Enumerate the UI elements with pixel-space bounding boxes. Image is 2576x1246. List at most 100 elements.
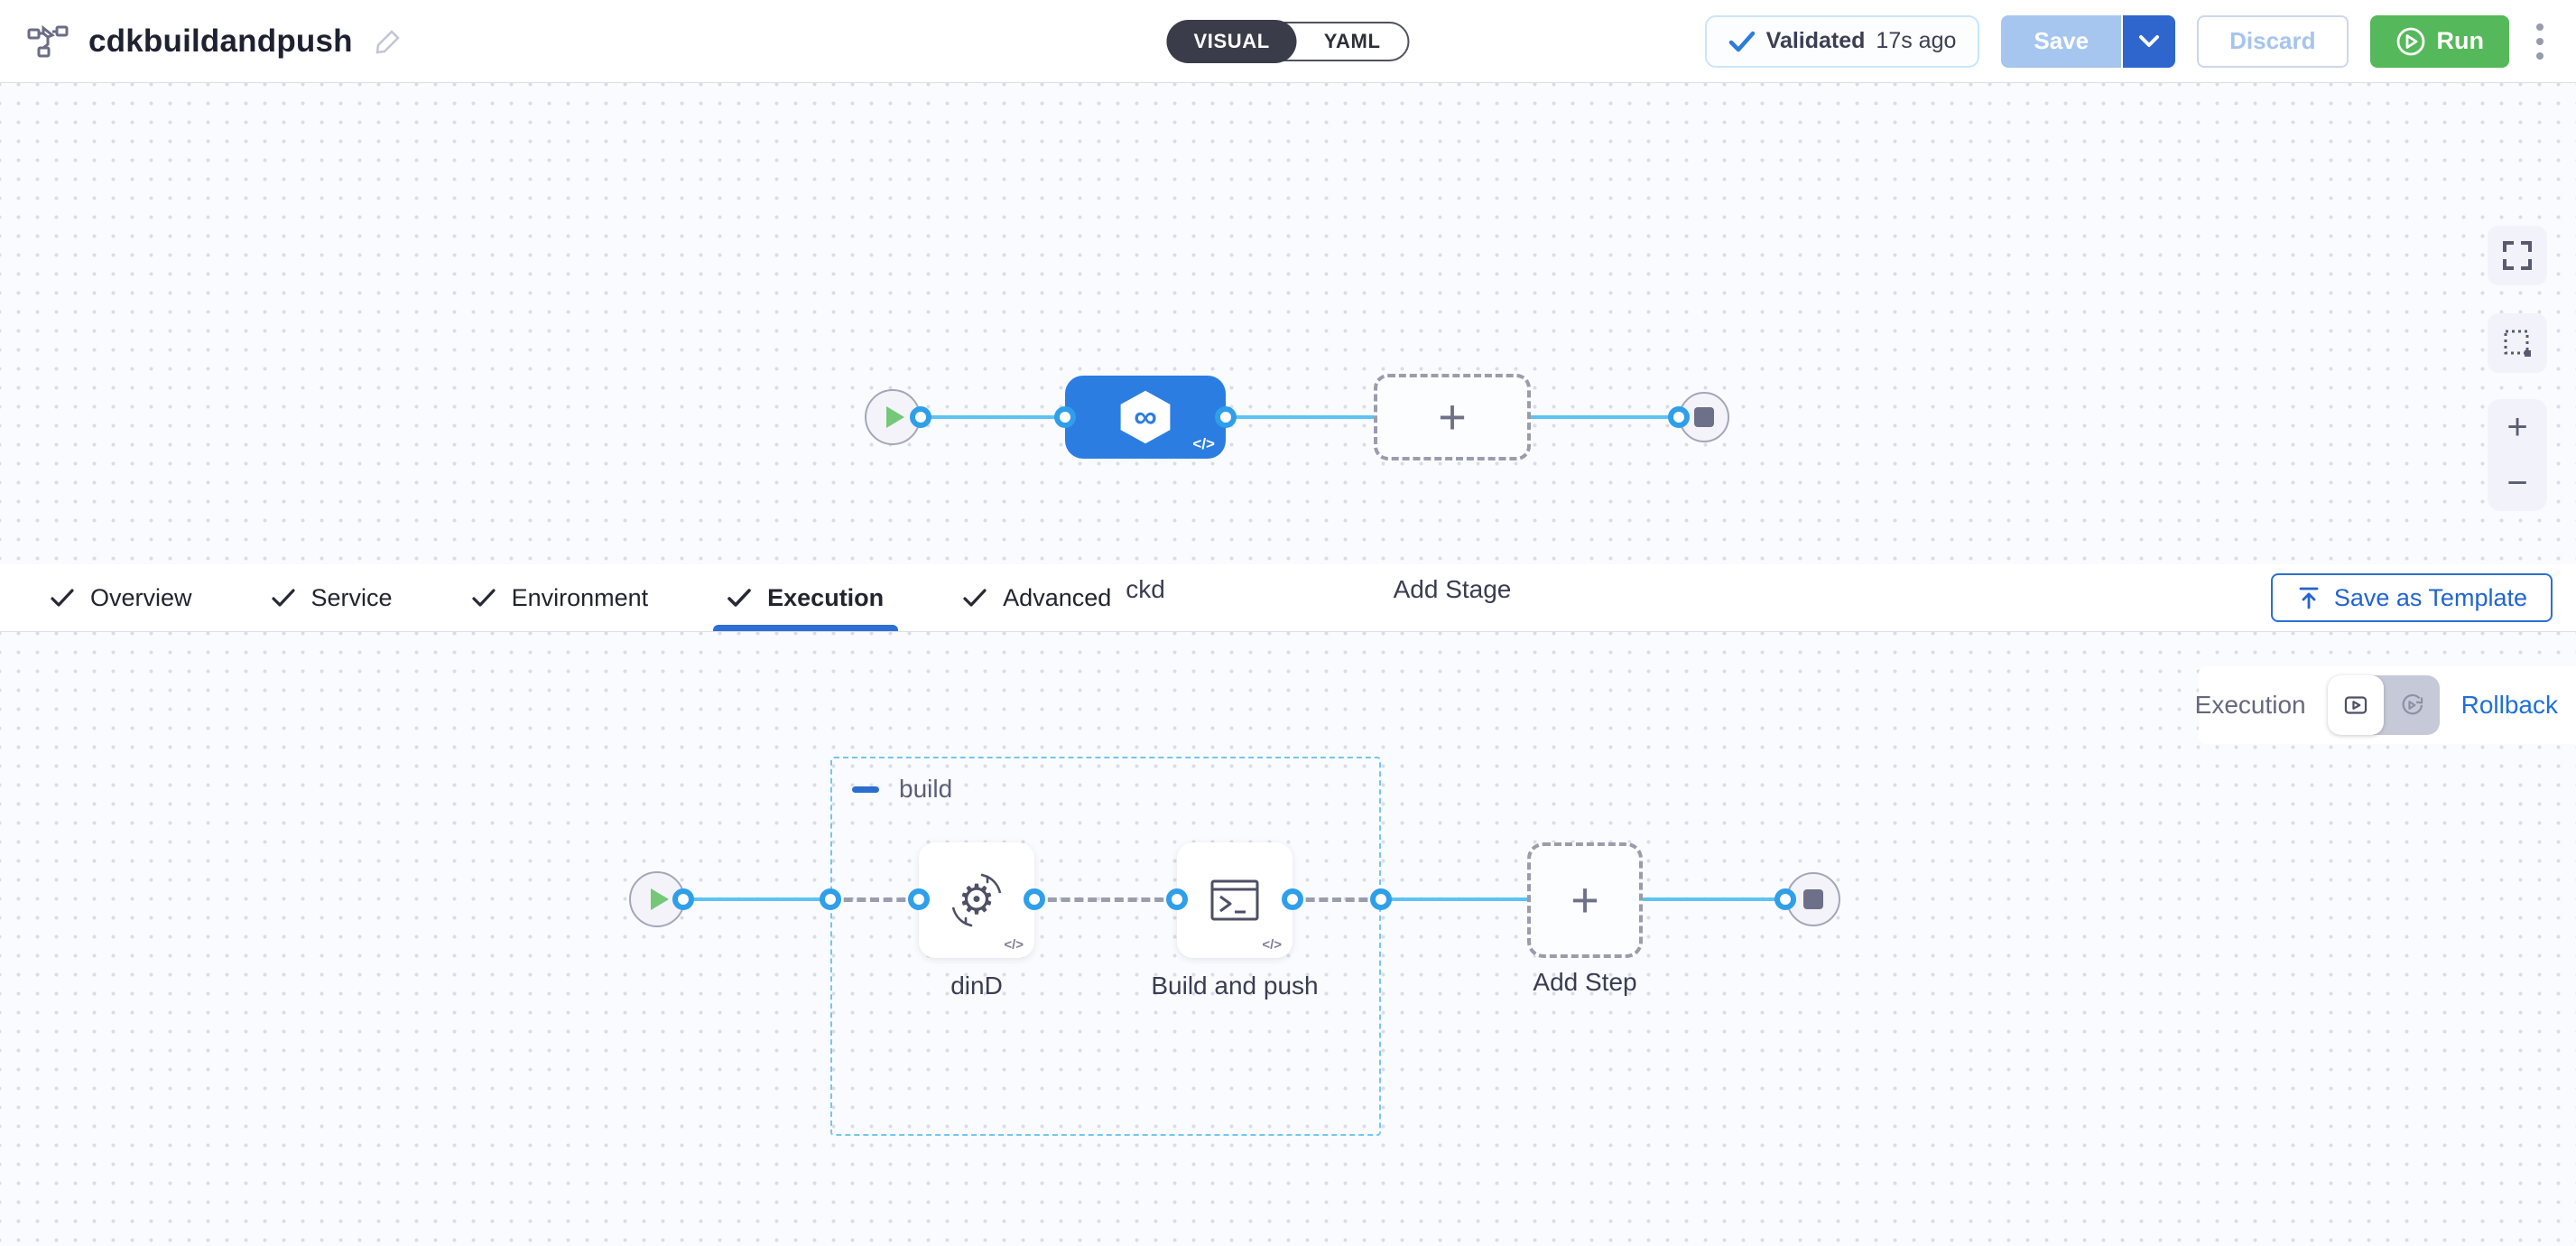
collapse-minus-icon[interactable] <box>852 786 879 793</box>
step-edge-dashed <box>1034 897 1177 902</box>
connector-dot[interactable] <box>820 888 841 910</box>
tab-label: Overview <box>90 583 192 611</box>
connector-dot[interactable] <box>672 888 694 910</box>
step-label: dinD <box>950 972 1003 1000</box>
validated-badge[interactable]: Validated 17s ago <box>1704 14 1980 68</box>
tab-overview[interactable]: Overview <box>51 564 192 631</box>
plus-icon: + <box>1438 390 1467 444</box>
connector-dot[interactable] <box>1166 888 1188 910</box>
plus-icon: + <box>1571 873 1599 927</box>
save-options-button[interactable] <box>2121 14 2176 68</box>
zoom-in-button[interactable]: + <box>2507 407 2528 447</box>
tab-check-icon <box>471 589 496 607</box>
ci-stage-icon: ∞ <box>1115 386 1176 448</box>
marquee-select-button[interactable] <box>2488 313 2547 373</box>
tab-label: Execution <box>767 583 885 611</box>
tab-label: Environment <box>511 583 649 611</box>
edit-pencil-icon[interactable] <box>373 26 403 57</box>
step-group-header: build <box>852 775 952 804</box>
tab-check-icon <box>963 589 987 607</box>
svg-text:⚙: ⚙ <box>958 875 995 924</box>
add-step-label: Add Step <box>1533 968 1637 996</box>
code-icon: </> <box>1004 937 1024 953</box>
rollback-view-button[interactable] <box>2384 675 2440 735</box>
yaml-mode-button[interactable]: YAML <box>1297 22 1408 61</box>
tab-environment[interactable]: Environment <box>471 564 649 631</box>
step-edge <box>1643 897 1785 901</box>
validated-check-icon <box>1728 30 1756 53</box>
svg-text:∞: ∞ <box>1134 398 1157 434</box>
connector-dot[interactable] <box>1370 888 1392 910</box>
tab-label: Service <box>310 583 393 611</box>
upload-icon <box>2296 585 2321 610</box>
tab-check-icon <box>51 589 74 607</box>
connector-dot[interactable] <box>908 888 930 910</box>
tab-check-icon <box>727 589 751 607</box>
step-dind[interactable]: ⚙ </> <box>919 842 1034 958</box>
step-group-build <box>830 757 1381 1136</box>
stop-icon <box>1694 407 1714 427</box>
save-button[interactable]: Save <box>2001 14 2122 68</box>
save-split-button: Save <box>2001 14 2176 68</box>
step-edge <box>1381 897 1527 901</box>
discard-button[interactable]: Discard <box>2197 14 2349 68</box>
terminal-icon <box>1202 868 1267 933</box>
connector-dot[interactable] <box>1215 406 1237 428</box>
header-actions: Validated 17s ago Save Discard Run <box>1704 14 2549 68</box>
step-edge-dashed <box>830 897 919 902</box>
rollback-view-icon <box>2402 693 2423 715</box>
service-dependency-icon: ⚙ <box>942 866 1011 934</box>
pipeline-end-node <box>1679 392 1729 442</box>
add-step-button[interactable]: + <box>1527 842 1643 958</box>
stage-edge <box>919 415 1681 419</box>
stage-label: ckd <box>1126 575 1165 603</box>
execution-canvas[interactable]: Execution Rollback build <box>0 632 2576 1246</box>
rollback-link[interactable]: Rollback <box>2460 691 2558 719</box>
step-label: Build and push <box>1151 972 1319 1000</box>
connector-dot[interactable] <box>1024 888 1045 910</box>
start-play-icon <box>885 406 904 428</box>
tab-advanced[interactable]: Advanced <box>963 564 1111 631</box>
pipeline-title-group: cdkbuildandpush <box>27 23 403 60</box>
execution-rollback-toggle <box>2327 675 2440 735</box>
more-options-button[interactable] <box>2531 18 2549 65</box>
run-button[interactable]: Run <box>2369 14 2509 68</box>
add-stage-label: Add Stage <box>1393 575 1512 603</box>
connector-dot[interactable] <box>1668 406 1690 428</box>
connector-dot[interactable] <box>910 406 931 428</box>
step-group-label: build <box>899 775 953 803</box>
execution-view-switcher: Execution Rollback <box>2195 666 2576 744</box>
visual-mode-button[interactable]: VISUAL <box>1166 19 1297 63</box>
code-icon: </> <box>1192 435 1215 452</box>
page-title: cdkbuildandpush <box>88 23 353 59</box>
connector-dot[interactable] <box>1774 888 1796 910</box>
validated-label: Validated <box>1765 28 1866 53</box>
step-edge <box>683 897 830 901</box>
zoom-out-button[interactable]: − <box>2507 463 2528 503</box>
connector-dot[interactable] <box>1282 888 1303 910</box>
run-label: Run <box>2436 27 2484 54</box>
tab-service[interactable]: Service <box>271 564 393 631</box>
stage-node-ckd[interactable]: ∞ </> <box>1065 376 1226 459</box>
step-build-and-push[interactable]: </> <box>1177 842 1293 958</box>
execution-view-icon <box>2344 696 2367 714</box>
header: cdkbuildandpush VISUAL YAML Validated 17… <box>0 0 2576 83</box>
visual-yaml-toggle: VISUAL YAML <box>1166 19 1410 63</box>
run-play-icon <box>2395 26 2426 57</box>
chevron-down-icon <box>2138 34 2160 49</box>
step-edge-dashed <box>1293 897 1381 902</box>
connector-dot[interactable] <box>1054 406 1076 428</box>
validated-time: 17s ago <box>1876 28 1957 53</box>
execution-view-button[interactable] <box>2327 675 2384 735</box>
add-stage-button[interactable]: + <box>1374 374 1531 460</box>
stage-canvas[interactable]: ∞ </> ckd + Add Stage + − <box>0 83 2576 603</box>
stop-icon <box>1803 889 1823 909</box>
stage-tabbar: Overview Service Environment Execution A… <box>0 564 2576 632</box>
pipeline-graph-icon <box>27 23 69 60</box>
save-as-template-button[interactable]: Save as Template <box>2270 573 2553 622</box>
tab-execution[interactable]: Execution <box>713 564 899 631</box>
fullscreen-button[interactable] <box>2488 226 2547 285</box>
start-play-icon <box>650 888 669 910</box>
tab-label: Advanced <box>1003 583 1112 611</box>
code-icon: </> <box>1262 937 1282 953</box>
